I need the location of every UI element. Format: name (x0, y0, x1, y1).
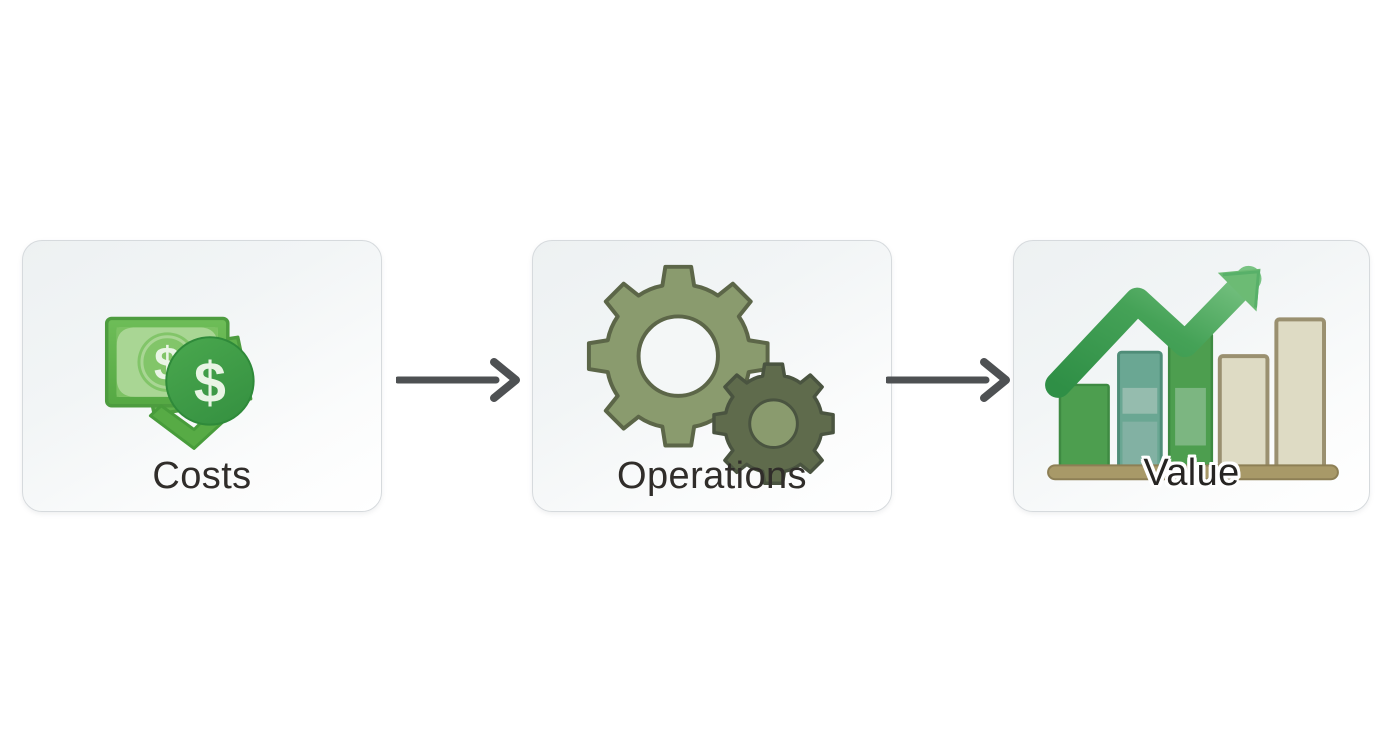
connector-arrow-operations-to-value (884, 358, 1016, 402)
money-banknote-coin-icon: $ $ (104, 316, 255, 450)
growth-bar-chart-arrow-icon (1045, 265, 1339, 481)
svg-text:$: $ (154, 338, 181, 391)
gears-cogs-icon (586, 264, 835, 485)
svg-text:$: $ (194, 351, 226, 415)
flow-step-card-value[interactable] (1013, 240, 1370, 512)
connector-arrow-costs-to-operations (394, 358, 526, 402)
flow-step-card-operations[interactable] (532, 240, 892, 512)
flow-step-card-costs[interactable]: $ $ (22, 240, 382, 512)
